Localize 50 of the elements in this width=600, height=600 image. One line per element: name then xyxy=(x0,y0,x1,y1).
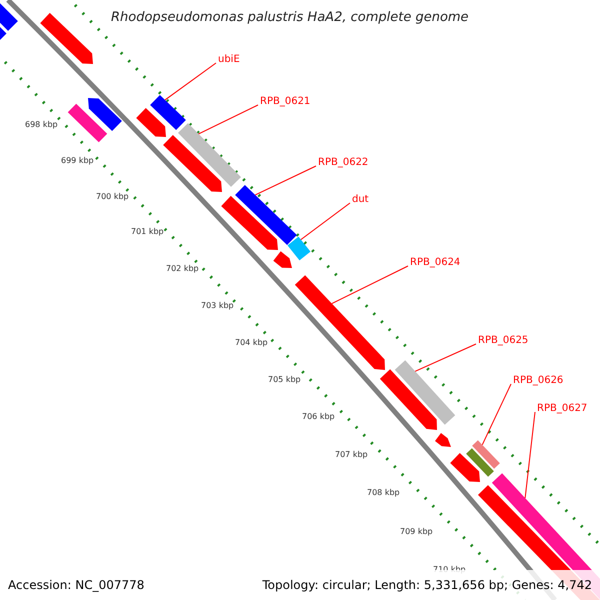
gene-bar xyxy=(450,453,480,482)
footer-text: Topology: circular; Length: 5,331,656 bp; Genes: 4,742 xyxy=(262,577,592,594)
position-label: 706 kbp xyxy=(302,412,335,422)
leader-line xyxy=(164,62,216,100)
gene-bar xyxy=(40,12,93,64)
gene-bar xyxy=(466,448,494,477)
gene-label: dut xyxy=(352,194,369,206)
title: Rhodopseudomonas palustris HaA2, complete genome xyxy=(111,9,469,27)
position-label: 710 kbp xyxy=(433,565,466,575)
position-label: 703 kbp xyxy=(201,301,234,311)
gene-label: RPB_0625 xyxy=(478,335,528,347)
gene-bar xyxy=(288,236,310,260)
gene-bar xyxy=(235,185,297,245)
gene-bar xyxy=(273,251,292,268)
gene-label: RPB_0626 xyxy=(513,375,564,387)
position-label: 707 kbp xyxy=(335,450,368,460)
position-label: 709 kbp xyxy=(400,527,433,537)
leader-line xyxy=(254,166,316,196)
gene-bar xyxy=(221,196,278,250)
position-label: 702 kbp xyxy=(166,264,199,274)
gene-bar xyxy=(178,123,241,187)
position-label: 705 kbp xyxy=(268,375,301,385)
position-label: 701 kbp xyxy=(131,227,164,237)
gene-label: RPB_0624 xyxy=(410,257,460,269)
gene-label: RPB_0627 xyxy=(537,403,588,415)
position-label: 700 kbp xyxy=(96,192,129,202)
gene-label: RPB_0622 xyxy=(318,157,368,169)
gene-bar xyxy=(136,108,166,137)
gene-bar xyxy=(472,440,500,469)
footer-text: Accession: NC_007778 xyxy=(8,577,144,594)
gene-bar xyxy=(150,95,186,130)
leader-line xyxy=(482,384,512,446)
position-label: 708 kbp xyxy=(367,488,400,498)
leader-line xyxy=(524,412,536,499)
position-label: 698 kbp xyxy=(25,120,58,130)
gene-label: ubiE xyxy=(218,54,240,66)
gene-bar xyxy=(380,369,437,430)
gene-bar xyxy=(68,104,108,142)
position-label: 704 kbp xyxy=(235,338,268,348)
gene-bar xyxy=(88,98,122,131)
position-label: 699 kbp xyxy=(61,156,94,166)
gene-bar xyxy=(294,275,385,370)
leader-line xyxy=(198,104,258,134)
gene-bar xyxy=(163,135,222,192)
leader-line xyxy=(331,266,408,304)
leader-line xyxy=(300,202,350,240)
leader-line xyxy=(414,344,476,372)
gene-label: RPB_0621 xyxy=(260,96,310,108)
gene-bar xyxy=(394,360,456,425)
gene-bar xyxy=(435,433,451,447)
